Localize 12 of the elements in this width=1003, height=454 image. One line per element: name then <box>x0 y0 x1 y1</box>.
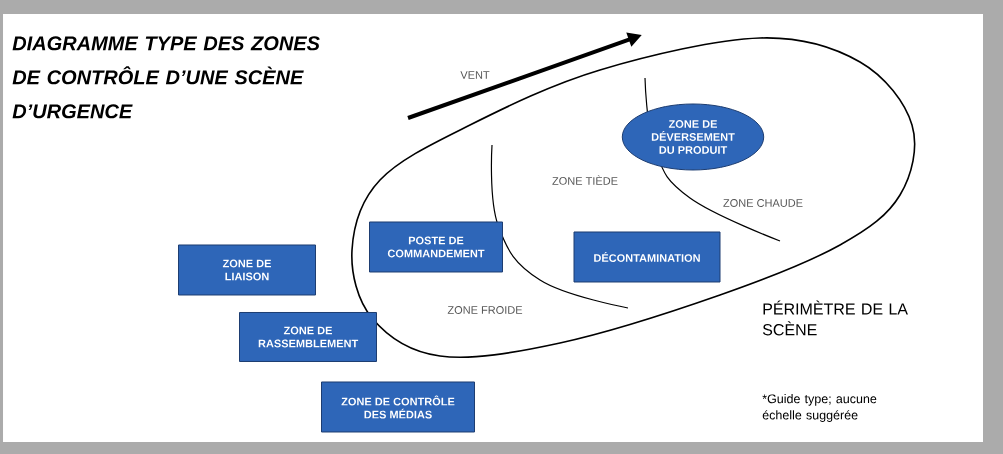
zone-label: ZONE TIÈDE <box>552 175 618 185</box>
zone-box: POSTE DE COMMANDEMENT <box>369 221 503 273</box>
title: DIAGRAMME TYPE DES ZONES DE CONTRÔLE D’UNE SCÈNE D’URGENCE <box>12 36 320 119</box>
perimeter-label: PÉRIMÈTRE DE LA SCÈNE <box>762 300 908 336</box>
zone-box: ZONE DE CONTRÔLE DES MÉDIAS <box>321 381 475 433</box>
zone-label: ZONE FROIDE <box>447 306 523 314</box>
zone-box: ZONE DE RASSEMBLEMENT <box>239 312 377 362</box>
note-text: *Guide type; aucune échelle suggérée <box>762 394 877 422</box>
zone-label: VENT <box>460 71 490 79</box>
zone-box: ZONE DE LIAISON <box>178 244 316 296</box>
zone-box: DÉCONTAMINATION <box>573 231 721 283</box>
zone-label: ZONE CHAUDE <box>723 199 803 207</box>
